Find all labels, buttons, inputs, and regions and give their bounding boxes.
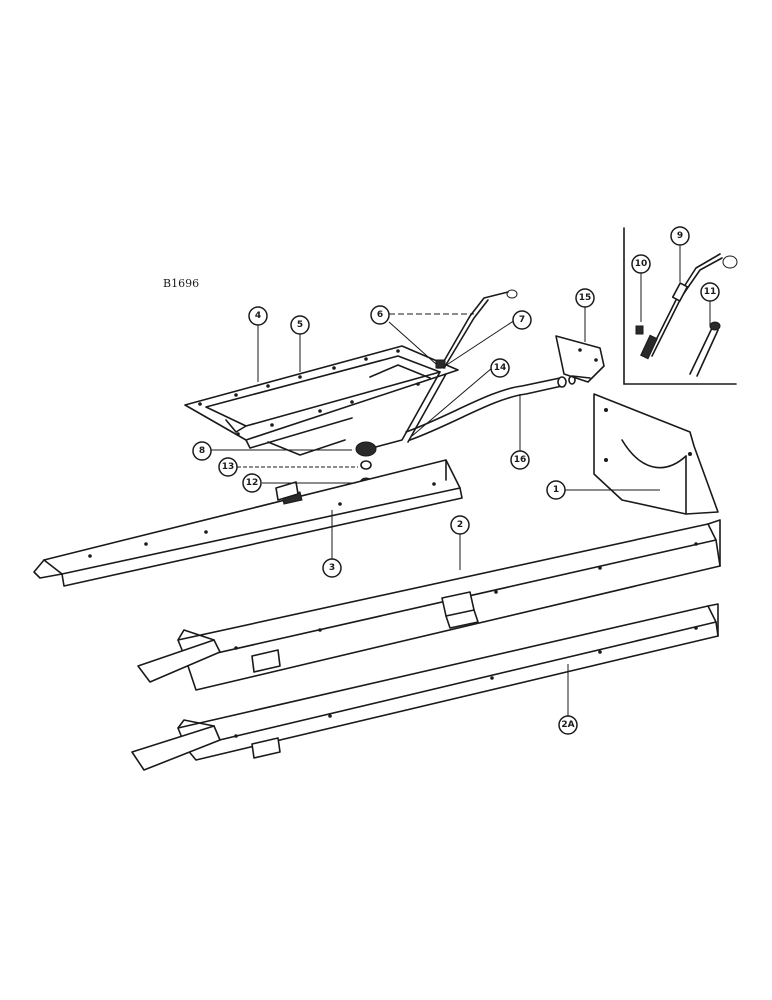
svg-text:6: 6 — [377, 310, 383, 320]
rail-2a — [131, 603, 719, 771]
callout-14: 14 — [490, 358, 510, 378]
svg-text:10: 10 — [635, 259, 648, 269]
inset-frame — [623, 227, 737, 385]
leader-lines — [211, 244, 711, 716]
callout-7: 7 — [512, 310, 532, 330]
svg-text:7: 7 — [519, 315, 525, 325]
inset-dipstick — [640, 253, 738, 360]
svg-text:4: 4 — [255, 311, 261, 321]
svg-text:13: 13 — [222, 462, 235, 472]
callout-13: 13 — [218, 457, 238, 477]
pan-dipstick — [435, 289, 518, 369]
svg-text:2A: 2A — [561, 720, 574, 730]
svg-text:2: 2 — [457, 520, 463, 530]
inset-breather — [635, 325, 644, 335]
svg-text:14: 14 — [494, 363, 507, 373]
callout-4: 4 — [248, 306, 268, 326]
svg-text:9: 9 — [677, 231, 683, 241]
svg-text:5: 5 — [297, 320, 303, 330]
callout-2a: 2A — [558, 715, 578, 735]
svg-text:1: 1 — [553, 485, 559, 495]
callout-2: 2 — [450, 515, 470, 535]
hose — [405, 375, 576, 441]
callout-6: 6 — [370, 305, 390, 325]
oil-pan — [184, 345, 459, 456]
callout-10: 10 — [631, 254, 651, 274]
side-plate — [593, 393, 719, 515]
hose-bracket — [555, 335, 605, 383]
callout-8: 8 — [192, 441, 212, 461]
rail-3 — [33, 459, 463, 587]
drain-tube — [371, 371, 447, 449]
svg-text:15: 15 — [579, 293, 592, 303]
callout-5: 5 — [290, 315, 310, 335]
svg-text:3: 3 — [329, 563, 335, 573]
rail-2 — [137, 519, 721, 691]
callout-16: 16 — [510, 450, 530, 470]
callout-9: 9 — [670, 226, 690, 246]
callout-1: 1 — [546, 480, 566, 500]
svg-text:12: 12 — [246, 478, 259, 488]
svg-text:11: 11 — [704, 287, 717, 297]
callout-11: 11 — [700, 282, 720, 302]
callout-3: 3 — [322, 558, 342, 578]
svg-text:8: 8 — [199, 446, 205, 456]
svg-text:16: 16 — [514, 455, 527, 465]
callout-12: 12 — [242, 473, 262, 493]
callout-15: 15 — [575, 288, 595, 308]
drawing-number: B1696 — [163, 277, 199, 290]
inset-tube — [689, 321, 721, 377]
